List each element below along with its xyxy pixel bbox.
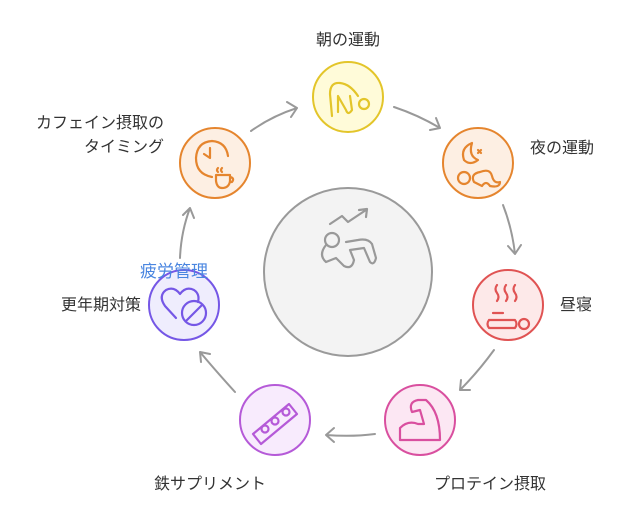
label-menopause: 更年期対策	[60, 295, 141, 314]
muscle-arm-icon	[398, 398, 442, 442]
clock-coffee-icon	[194, 139, 235, 190]
heart-pill-icon	[160, 287, 208, 327]
arrow-morning-to-night	[393, 106, 441, 131]
node-night-exercise	[442, 127, 514, 199]
label-caffeine-line1: カフェイン摂取の	[35, 113, 164, 132]
label-morning-exercise: 朝の運動	[315, 30, 380, 49]
label-caffeine-line2: タイミング	[83, 137, 164, 156]
arrow-caffeine-to-morning	[250, 101, 298, 132]
node-menopause	[148, 269, 220, 341]
node-iron-supplement	[239, 384, 311, 456]
arrow-iron-to-menopause	[199, 351, 236, 393]
label-nap: 昼寝	[560, 295, 593, 314]
night-exercise-icon	[456, 141, 502, 188]
center-node	[263, 187, 433, 357]
label-protein: プロテイン摂取	[433, 474, 546, 493]
label-night-exercise: 夜の運動	[530, 138, 595, 157]
label-iron-supplement: 鉄サプリメント	[153, 474, 266, 493]
node-nap	[472, 269, 544, 341]
center-label: 疲労管理	[140, 262, 208, 282]
arrow-nap-to-protein	[459, 349, 495, 391]
pill-strip-icon	[251, 402, 299, 446]
node-caffeine-timing	[179, 127, 251, 199]
arrow-menopause-to-caffeine	[179, 207, 195, 259]
node-protein	[384, 384, 456, 456]
arrow-protein-to-iron	[325, 427, 376, 443]
cycle-arrows	[179, 101, 522, 443]
arrow-night-to-nap	[502, 204, 522, 255]
node-morning-exercise	[312, 61, 384, 133]
nap-icon	[486, 283, 531, 331]
fatigue-person-icon	[320, 207, 378, 269]
stretching-person-icon	[328, 81, 371, 118]
